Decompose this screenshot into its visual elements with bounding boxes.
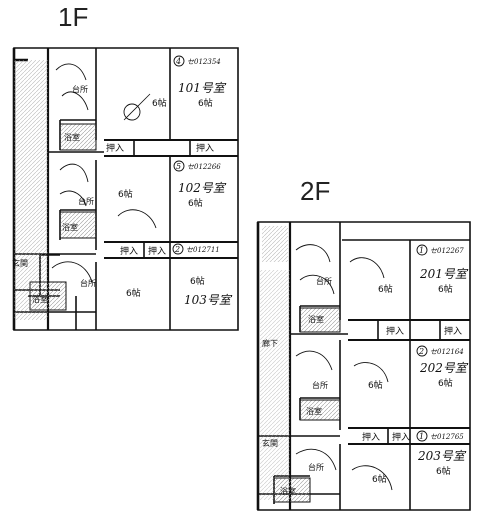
meter-tag-101: セ012354: [187, 58, 221, 66]
plan-2f-text: 6帖 6帖 6帖 押入 押入 押入 押入 台所 浴室 廊下 台所 浴室 玄関 台…: [262, 244, 469, 496]
room-size-103: 6帖: [190, 275, 205, 287]
room-size-1f-lower: 6帖: [126, 287, 141, 299]
room-name-203: 203号室: [417, 449, 467, 463]
bath-label-102: 浴室: [62, 222, 78, 232]
room-size-101: 6帖: [198, 97, 213, 109]
room-size-2f-mid-lower: 6帖: [368, 379, 383, 391]
bath-label-203: 浴室: [280, 486, 296, 496]
kitchen-label-202: 台所: [312, 380, 328, 390]
kitchen-label-103: 台所: [80, 278, 96, 288]
circle-number-102: 5: [176, 162, 181, 171]
circle-number-203: 1: [419, 432, 424, 441]
closet-label-101-a: 押入: [106, 142, 124, 154]
entrance-label-203: 玄関: [262, 438, 278, 448]
bath-label-103: 浴室: [32, 294, 48, 304]
kitchen-label-101: 台所: [72, 84, 88, 94]
room-size-1f-mid-upper: 6帖: [152, 97, 167, 109]
room-size-2f-lower: 6帖: [372, 473, 387, 485]
floor-label-2f: 2F: [300, 176, 331, 206]
kitchen-label-201: 台所: [316, 276, 332, 286]
meter-tag-203: セ012765: [430, 433, 464, 441]
room-size-203: 6帖: [436, 465, 451, 477]
plan-1f-text: 6帖 6帖 6帖 押入 押入 押入 押入 台所 浴室 台所 浴室 台所 浴室 玄…: [12, 55, 233, 307]
room-name-201: 201号室: [419, 267, 469, 281]
circle-number-103: 2: [174, 245, 180, 254]
entrance-label-103: 玄関: [12, 258, 28, 268]
room-size-201: 6帖: [438, 283, 453, 295]
circle-number-202: 2: [418, 347, 424, 356]
room-name-101: 101号室: [178, 81, 227, 95]
bath-label-101: 浴室: [64, 132, 80, 142]
closet-label-201-b: 押入: [444, 325, 462, 337]
hallway-label-202: 廊下: [262, 338, 278, 348]
kitchen-label-203: 台所: [308, 462, 324, 472]
bath-label-201: 浴室: [308, 314, 324, 324]
closet-label-201-a: 押入: [386, 325, 404, 337]
meter-tag-102: セ012266: [187, 163, 221, 171]
room-name-102: 102号室: [178, 181, 227, 195]
meter-tag-201: セ012267: [430, 247, 464, 255]
room-size-102: 6帖: [188, 197, 203, 209]
floor-label-1f: 1F: [58, 2, 89, 32]
room-size-202: 6帖: [438, 377, 453, 389]
closet-label-202-a: 押入: [362, 431, 380, 443]
room-size-2f-mid-upper: 6帖: [378, 283, 393, 295]
circle-number-101: 4: [175, 57, 181, 66]
closet-label-102-a: 押入: [120, 245, 138, 257]
closet-label-102-b: 押入: [148, 245, 166, 257]
plan-1f: [12, 47, 239, 331]
kitchen-label-102: 台所: [78, 196, 94, 206]
closet-label-202-b: 押入: [392, 431, 410, 443]
room-name-103: 103号室: [184, 293, 233, 307]
meter-tag-202: セ012164: [430, 348, 464, 356]
closet-label-101-b: 押入: [196, 142, 214, 154]
circle-number-201: 1: [419, 246, 424, 255]
room-size-1f-mid-lower: 6帖: [118, 188, 133, 200]
plan-2f: [256, 221, 471, 511]
meter-tag-103: セ012711: [186, 246, 220, 254]
room-name-202: 202号室: [419, 361, 469, 375]
bath-label-202: 浴室: [306, 406, 322, 416]
